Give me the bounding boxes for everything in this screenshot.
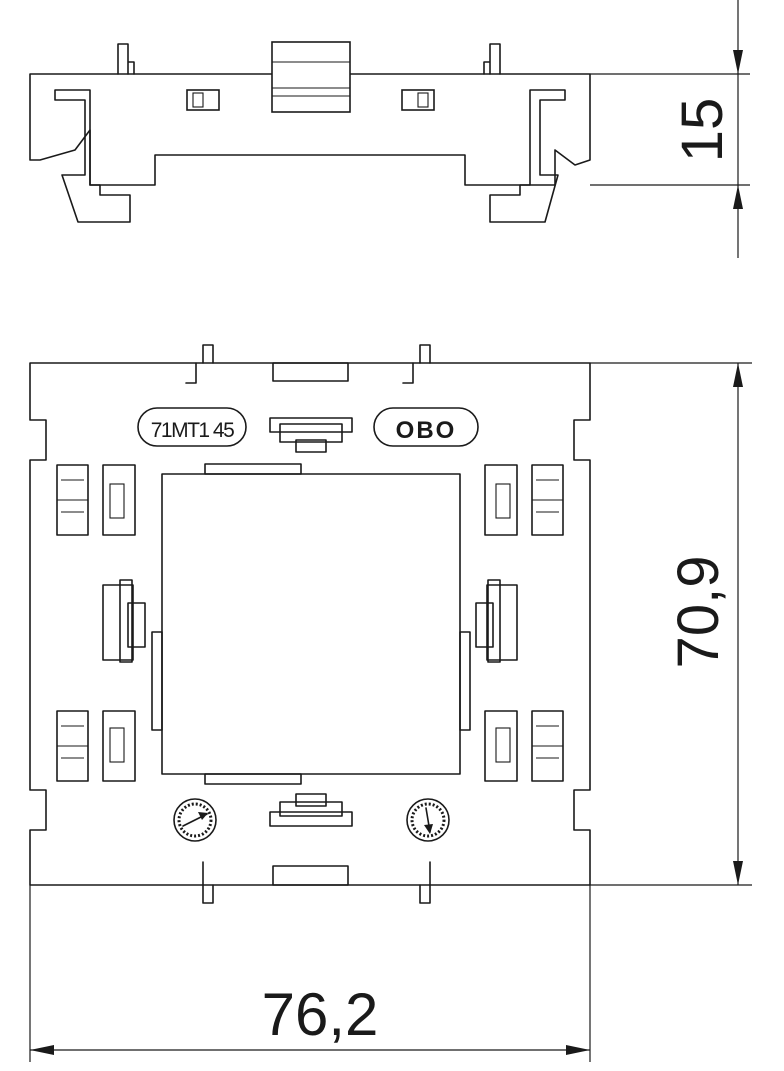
side-view-connector <box>271 41 351 113</box>
front-view-pin-bottom-right <box>419 861 431 904</box>
width-dimension <box>29 885 591 1062</box>
side-view-left-hook <box>54 89 131 223</box>
side-latch-left <box>102 579 146 663</box>
rotary-dial-left-icon <box>173 798 217 842</box>
corner-slots-top-right <box>484 464 564 536</box>
bottom-slot <box>272 865 349 886</box>
height-label: 70,9 <box>666 556 731 669</box>
part-number-badge <box>137 407 247 447</box>
height-dimension <box>590 362 752 886</box>
depth-dimension <box>590 0 750 258</box>
top-slot <box>272 362 349 382</box>
front-view-pin-top-right <box>402 344 431 384</box>
side-view <box>29 41 591 223</box>
obo-logo-badge <box>373 407 479 447</box>
front-view-pin-top-left <box>185 344 214 384</box>
side-latch-right <box>475 579 518 663</box>
front-view-pin-bottom-left <box>202 861 214 904</box>
side-view-right-hook <box>489 89 566 223</box>
rotary-dial-right-icon <box>406 798 450 842</box>
side-view-pin-right <box>483 43 501 75</box>
obo-logo-text: OBO <box>396 417 457 444</box>
center-window <box>161 473 461 775</box>
corner-slots-bottom-right <box>484 710 564 782</box>
side-view-pin-left <box>117 43 135 75</box>
side-view-body <box>29 73 591 186</box>
corner-slots-top-left <box>56 464 136 536</box>
top-center-clip <box>269 417 353 453</box>
bottom-center-clip <box>269 793 353 827</box>
corner-slots-bottom-left <box>56 710 136 782</box>
depth-label: 15 <box>670 98 735 163</box>
front-view: 71MT1 45 OBO <box>29 344 591 904</box>
width-label: 76,2 <box>262 981 379 1048</box>
part-number-text: 71MT1 45 <box>151 419 234 442</box>
